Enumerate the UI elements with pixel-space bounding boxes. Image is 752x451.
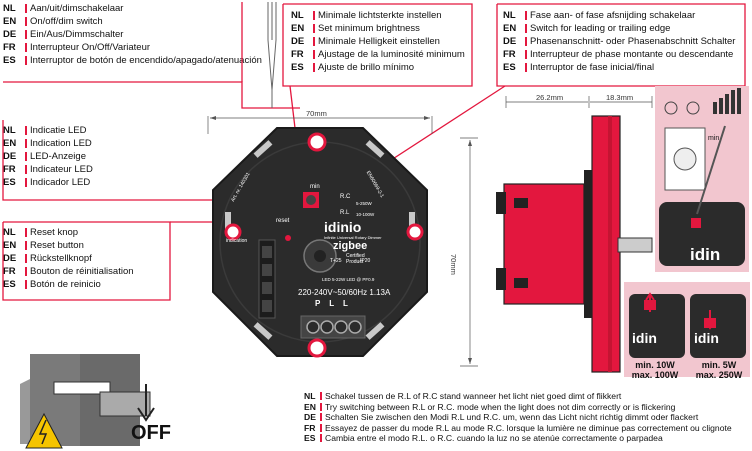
device-indication-label: indication	[226, 238, 248, 244]
terminal-labels: P L L	[315, 299, 348, 308]
device-rl-label: R.L	[340, 210, 350, 216]
dim-height: 70mm	[449, 254, 458, 275]
panel-left-brand: idin	[632, 330, 657, 346]
zigbee-logo: zigbee	[333, 240, 368, 252]
off-label: OFF	[131, 422, 171, 444]
device-brand-tag: Infinite Universal Rotary Dimmer	[324, 235, 382, 240]
min-adjust-panel	[655, 86, 749, 272]
dimmer-front	[212, 127, 428, 358]
device-rc-label: R.C	[340, 194, 351, 200]
terminal-l1: L	[329, 299, 335, 308]
device-rl-range: 10-100W	[356, 212, 375, 217]
panel-right-brand: idin	[694, 330, 719, 346]
panel-right-spec: min. 5W max. 250W	[695, 360, 743, 380]
dim-depth-front: 18.3mm	[606, 93, 634, 102]
dim-width: 70mm	[306, 109, 327, 118]
terminal-l2: L	[343, 299, 348, 308]
panel-top-brand: idin	[690, 245, 721, 264]
device-certified: Certified Product	[346, 253, 365, 265]
device-temp: T+25	[330, 258, 342, 264]
panel-min-label: min	[708, 135, 720, 142]
screwdriver-icon	[267, 2, 277, 108]
device-spec-line: 220-240V~50/60Hz 1.13A	[298, 288, 391, 297]
terminal-p: P	[315, 299, 321, 308]
dimmer-side	[496, 115, 653, 373]
device-rc-range: 5-250W	[356, 201, 372, 206]
mode-panels	[624, 282, 750, 377]
device-min-label: min	[310, 184, 320, 190]
device-brand: idinio	[324, 219, 362, 235]
device-reset-label: reset	[276, 218, 290, 224]
device-ip: IP20	[360, 258, 371, 264]
panel-left-spec: min. 10W max. 100W	[631, 360, 679, 380]
dim-depth-body: 26.2mm	[536, 93, 564, 102]
device-led-line: LED 5-22W LED @ PF0.9	[322, 277, 375, 282]
breaker-illustration	[20, 354, 155, 449]
